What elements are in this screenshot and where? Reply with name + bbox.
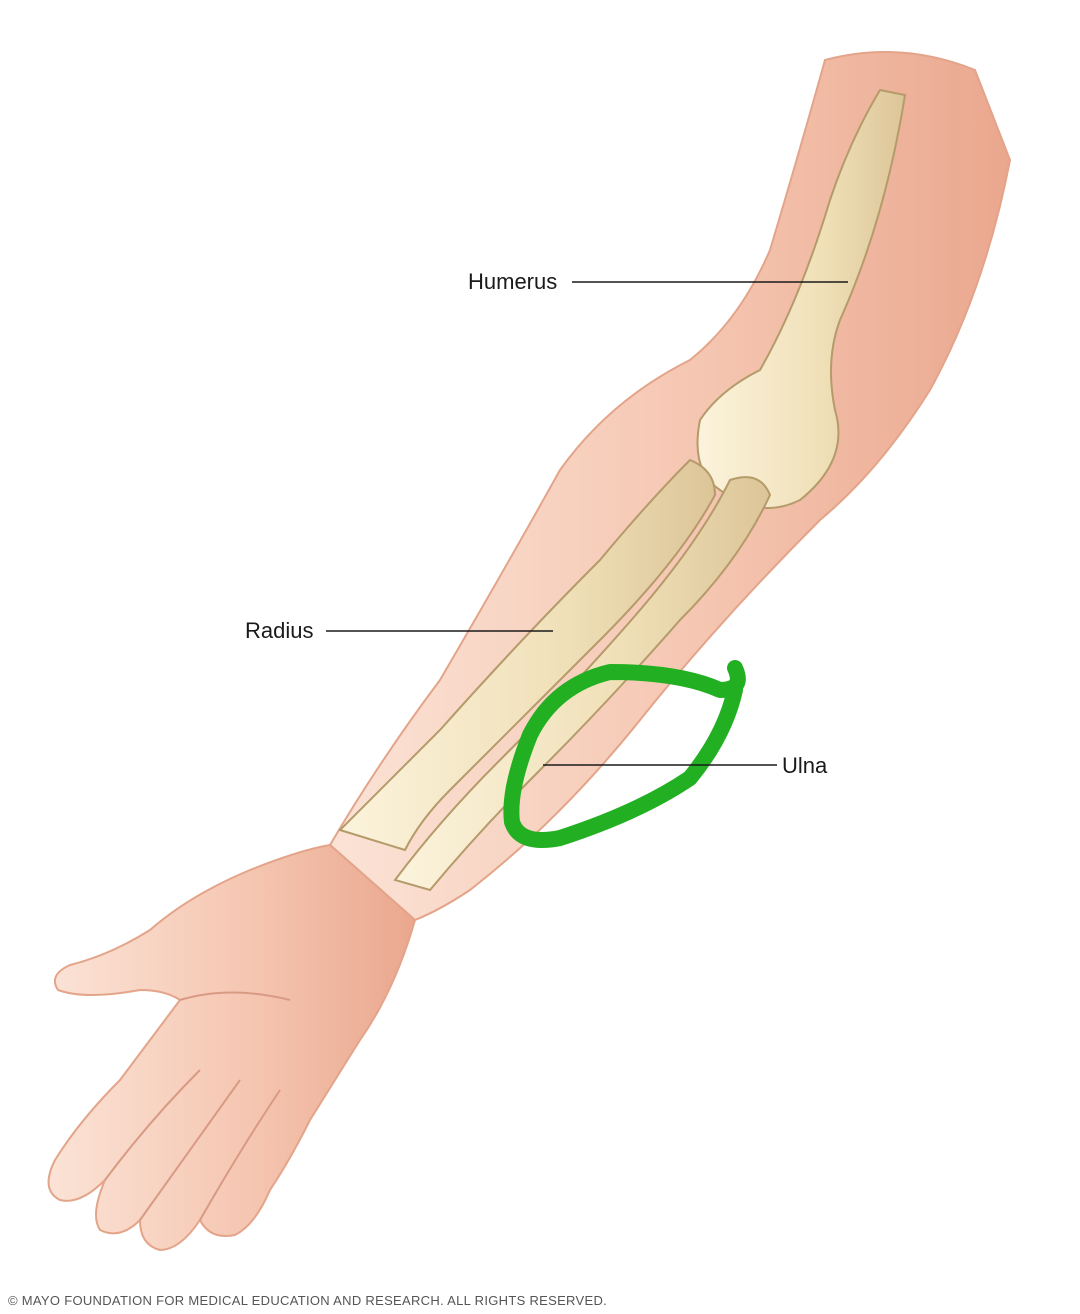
hand-skin	[47, 843, 417, 1252]
finger-separation	[139, 1079, 241, 1221]
ulna-highlight-circle	[503, 660, 746, 848]
finger-separation	[199, 1089, 281, 1221]
copyright-notice: © MAYO FOUNDATION FOR MEDICAL EDUCATION …	[8, 1293, 608, 1308]
ulna-label: Ulna	[782, 753, 828, 778]
finger-separation	[104, 1069, 201, 1181]
radius-label: Radius	[245, 618, 313, 643]
palm-crease	[179, 991, 291, 1001]
humerus-label: Humerus	[468, 269, 557, 294]
radius-bone	[338, 458, 717, 852]
